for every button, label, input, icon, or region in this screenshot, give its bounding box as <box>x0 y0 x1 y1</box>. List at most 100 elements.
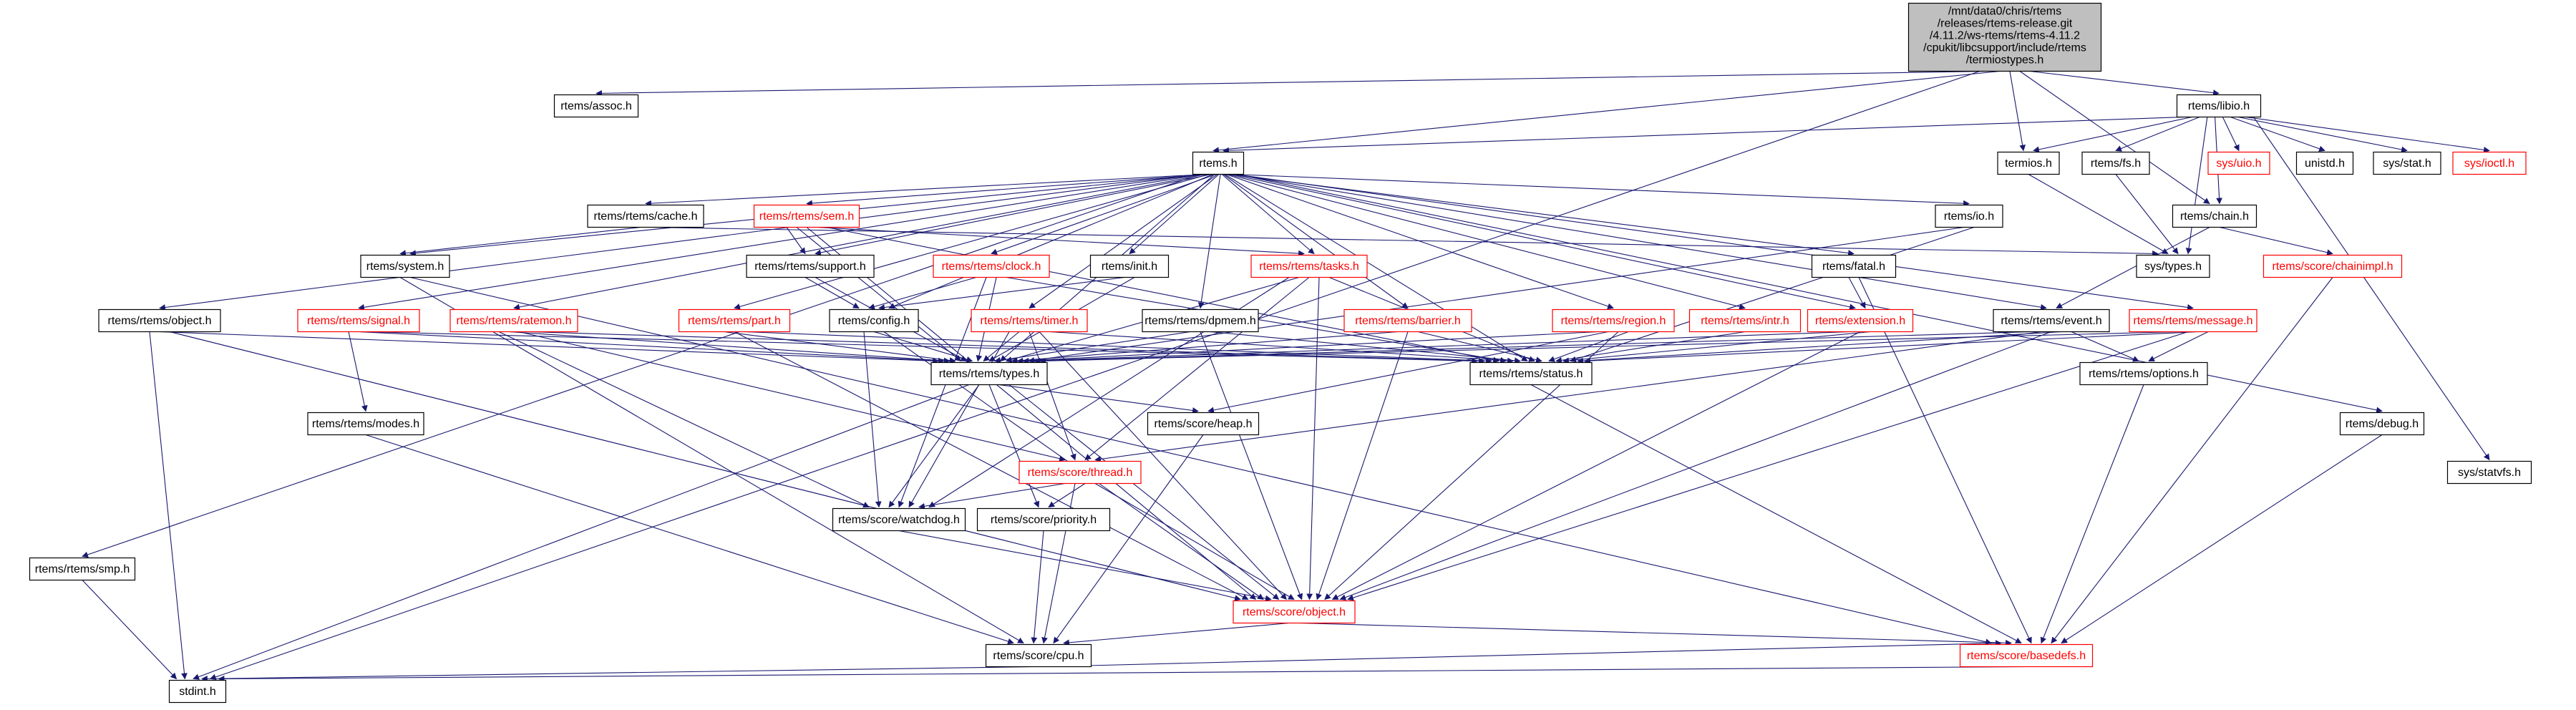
node-box-region[interactable] <box>1552 308 1675 333</box>
node-box-modes[interactable] <box>307 412 424 436</box>
node-region[interactable]: rtems/rtems/region.h <box>1552 308 1675 333</box>
node-box-extension[interactable] <box>1807 308 1914 333</box>
include-edge-barrier-rtypes <box>1011 331 1399 364</box>
include-edge-ratemon-status <box>528 331 1485 364</box>
node-signal[interactable]: rtems/rtems/signal.h <box>297 308 420 333</box>
node-cpu[interactable]: rtems/score/cpu.h <box>985 643 1092 668</box>
node-intr[interactable]: rtems/rtems/intr.h <box>1688 308 1802 333</box>
node-box-dpmem[interactable] <box>1142 308 1259 333</box>
node-label-fs: rtems/fs.h <box>2091 157 2141 170</box>
node-box-sobject[interactable] <box>1233 600 1356 624</box>
include-edge-chain-chainimpl <box>2219 226 2333 256</box>
node-ratemon[interactable]: rtems/rtems/ratemon.h <box>449 308 578 333</box>
node-smp[interactable]: rtems/rtems/smp.h <box>29 557 136 581</box>
node-dpmem[interactable]: rtems/rtems/dpmem.h <box>1142 308 1259 333</box>
node-box-priority[interactable] <box>976 507 1111 532</box>
node-io[interactable]: rtems/io.h <box>1935 204 2003 228</box>
node-box-robject[interactable] <box>98 308 221 333</box>
node-box-part[interactable] <box>678 308 791 333</box>
node-sem[interactable]: rtems/rtems/sem.h <box>753 204 860 228</box>
node-options[interactable]: rtems/rtems/options.h <box>2079 361 2208 386</box>
node-chain[interactable]: rtems/chain.h <box>2172 204 2257 228</box>
node-modes[interactable]: rtems/rtems/modes.h <box>307 412 424 436</box>
node-box-ioctl <box>2452 151 2527 175</box>
node-assoc[interactable]: rtems/assoc.h <box>553 94 639 118</box>
node-box-watchdog[interactable] <box>832 507 966 532</box>
node-config[interactable]: rtems/config.h <box>829 308 919 333</box>
node-part[interactable]: rtems/rtems/part.h <box>678 308 791 333</box>
node-box-sem[interactable] <box>753 204 860 228</box>
node-init[interactable]: rtems/init.h <box>1089 254 1170 278</box>
node-clock[interactable]: rtems/rtems/clock.h <box>933 254 1050 278</box>
node-fatal[interactable]: rtems/fatal.h <box>1811 254 1897 278</box>
node-barrier[interactable]: rtems/rtems/barrier.h <box>1343 308 1472 333</box>
node-box-ratemon[interactable] <box>449 308 578 333</box>
include-edge-rtypes-sobject <box>1008 384 1280 600</box>
node-message[interactable]: rtems/rtems/message.h <box>2129 308 2257 333</box>
node-box-stat <box>2373 151 2441 175</box>
node-basedefs[interactable]: rtems/score/basedefs.h <box>1959 643 2094 668</box>
node-debug[interactable]: rtems/debug.h <box>2339 412 2425 436</box>
node-box-fatal[interactable] <box>1811 254 1897 278</box>
node-box-rtems[interactable] <box>1192 151 1245 175</box>
include-edge-priority-cpu <box>1031 530 1044 644</box>
node-box-status[interactable] <box>1469 361 1593 386</box>
node-rtems[interactable]: rtems.h <box>1192 151 1245 175</box>
include-edge-heap-cpu <box>1053 434 1204 644</box>
node-box-smp[interactable] <box>29 557 136 581</box>
node-fs[interactable]: rtems/fs.h <box>2081 151 2150 175</box>
node-label-cache: rtems/rtems/cache.h <box>594 210 698 223</box>
node-box-barrier[interactable] <box>1343 308 1472 333</box>
node-cache[interactable]: rtems/rtems/cache.h <box>587 204 704 228</box>
node-box-clock[interactable] <box>933 254 1050 278</box>
node-box-io[interactable] <box>1935 204 2003 228</box>
include-edge-rtems-sem <box>806 173 1210 207</box>
node-event[interactable]: rtems/rtems/event.h <box>1993 308 2110 333</box>
node-box-event[interactable] <box>1993 308 2110 333</box>
node-priority[interactable]: rtems/score/priority.h <box>976 507 1111 532</box>
node-box-thread[interactable] <box>1019 460 1142 485</box>
node-box-options[interactable] <box>2079 361 2208 386</box>
node-box-system[interactable] <box>360 254 450 278</box>
node-box-intr[interactable] <box>1688 308 1802 333</box>
include-edge-message-rtypes <box>1039 331 2179 364</box>
node-box-init[interactable] <box>1089 254 1170 278</box>
node-box-basedefs[interactable] <box>1959 643 2094 668</box>
node-box-assoc[interactable] <box>553 94 639 118</box>
node-box-timer[interactable] <box>971 308 1088 333</box>
node-box-libio[interactable] <box>2176 94 2262 118</box>
node-extension[interactable]: rtems/extension.h <box>1807 308 1914 333</box>
node-box-message[interactable] <box>2129 308 2257 333</box>
node-box-heap[interactable] <box>1147 412 1260 436</box>
node-box-chain[interactable] <box>2172 204 2257 228</box>
include-edge-libio-rtems <box>1223 116 2184 154</box>
node-box-chainimpl[interactable] <box>2262 254 2403 278</box>
node-box-cache[interactable] <box>587 204 704 228</box>
node-box-rtypes[interactable] <box>930 361 1048 386</box>
node-watchdog[interactable]: rtems/score/watchdog.h <box>832 507 966 532</box>
node-support[interactable]: rtems/rtems/support.h <box>746 254 875 278</box>
include-edge-timer-status <box>1049 331 1514 364</box>
node-thread[interactable]: rtems/score/thread.h <box>1019 460 1142 485</box>
node-box-tasks[interactable] <box>1250 254 1368 278</box>
node-libio[interactable]: rtems/libio.h <box>2176 94 2262 118</box>
node-box-cpu[interactable] <box>985 643 1092 668</box>
node-robject[interactable]: rtems/rtems/object.h <box>98 308 221 333</box>
node-timer[interactable]: rtems/rtems/timer.h <box>971 308 1088 333</box>
node-box-signal[interactable] <box>297 308 420 333</box>
node-box-config[interactable] <box>829 308 919 333</box>
node-system[interactable]: rtems/system.h <box>360 254 450 278</box>
node-box-fs[interactable] <box>2081 151 2150 175</box>
node-box-support[interactable] <box>746 254 875 278</box>
node-box-debug[interactable] <box>2339 412 2425 436</box>
node-label-timer: rtems/rtems/timer.h <box>981 315 1079 327</box>
node-rtypes[interactable]: rtems/rtems/types.h <box>930 361 1048 386</box>
node-label-cpu: rtems/score/cpu.h <box>993 650 1084 662</box>
node-chainimpl[interactable]: rtems/score/chainimpl.h <box>2262 254 2403 278</box>
node-sobject[interactable]: rtems/score/object.h <box>1233 600 1356 624</box>
node-tasks[interactable]: rtems/rtems/tasks.h <box>1250 254 1368 278</box>
node-label-stat: sys/stat.h <box>2383 157 2431 170</box>
node-status[interactable]: rtems/rtems/status.h <box>1469 361 1593 386</box>
node-heap[interactable]: rtems/score/heap.h <box>1147 412 1260 436</box>
include-edge-basedefs-stdint <box>218 666 2027 682</box>
